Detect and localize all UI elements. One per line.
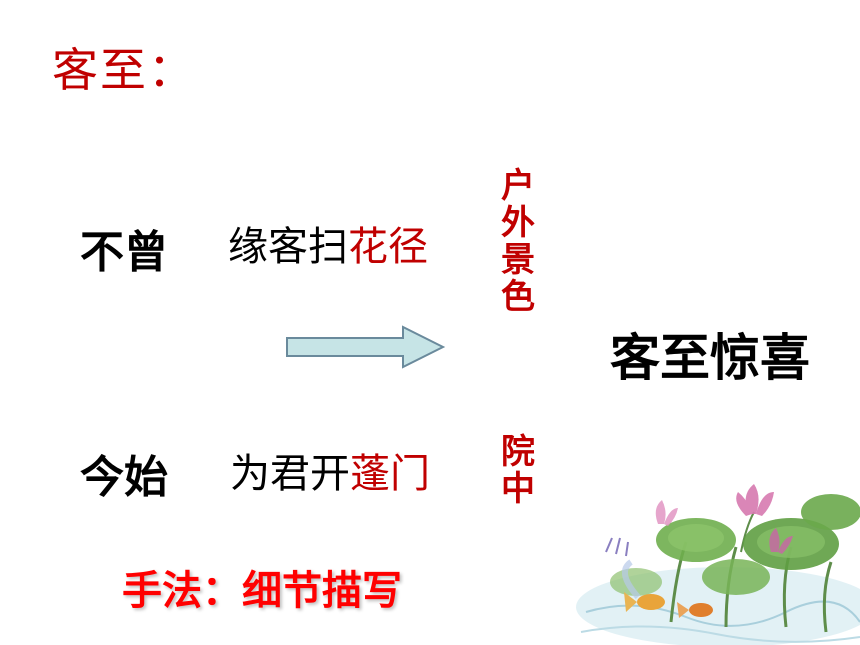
slide-title: 客至： bbox=[52, 43, 196, 97]
technique-text: 手法：细节描写 bbox=[122, 568, 402, 614]
line2-text-highlight: 蓬门 bbox=[350, 451, 430, 497]
line1-text-highlight: 花径 bbox=[348, 224, 428, 270]
conclusion-text: 客至惊喜 bbox=[610, 329, 810, 387]
line1-label: 不曾 bbox=[80, 227, 168, 278]
line1-text-plain: 缘客扫 bbox=[228, 224, 348, 270]
line1-text: 缘客扫花径 bbox=[228, 214, 428, 272]
line2-label: 今始 bbox=[80, 452, 168, 503]
line2-text: 为君开蓬门 bbox=[230, 441, 430, 499]
line2-text-plain: 为君开 bbox=[230, 451, 350, 497]
lotus-pond-illustration bbox=[576, 484, 860, 645]
side-label-bottom: 院中 bbox=[501, 432, 535, 509]
side-label-top: 户外景色 bbox=[501, 166, 535, 317]
right-arrow-icon bbox=[286, 325, 446, 369]
